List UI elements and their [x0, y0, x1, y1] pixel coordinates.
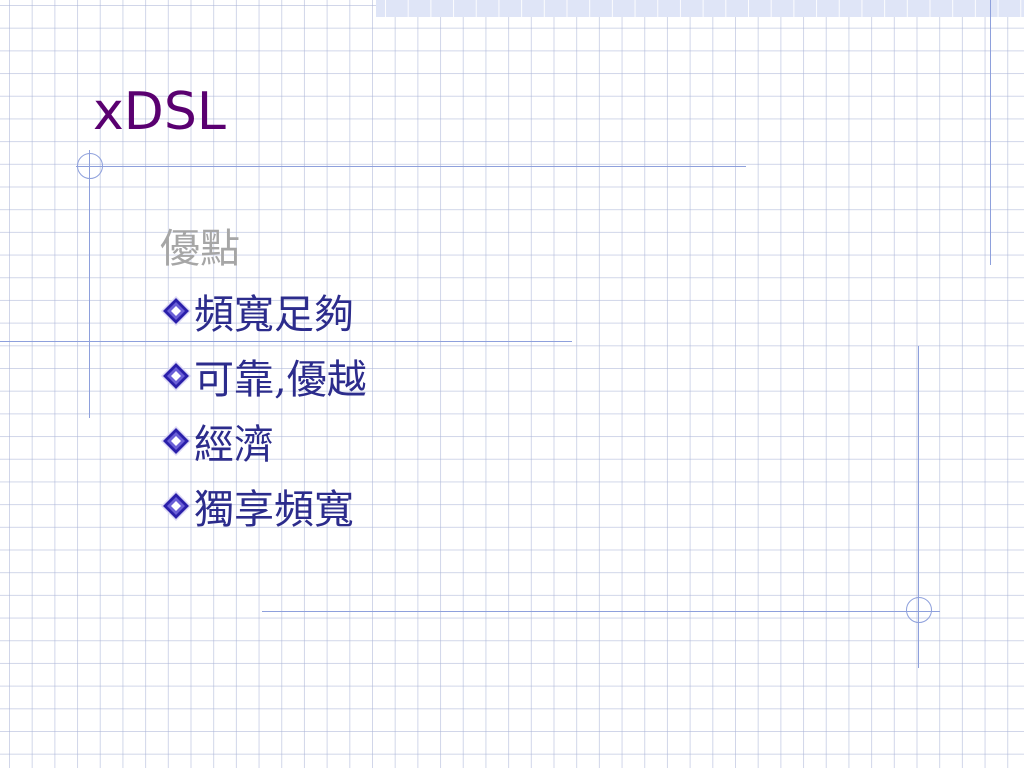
subheading-advantages: 優點 [160, 226, 240, 272]
list-item: 頻寬足夠 [160, 278, 367, 343]
diamond-icon [160, 360, 192, 392]
bottom-horizontal-line [262, 611, 940, 612]
list-item: 可靠,優越 [160, 343, 367, 408]
list-item: 經濟 [160, 408, 367, 473]
diamond-icon [160, 425, 192, 457]
bullet-text: 可靠,優越 [194, 356, 367, 403]
bullet-text: 經濟 [194, 421, 274, 468]
diamond-icon [160, 490, 192, 522]
left-vertical-line [89, 150, 90, 418]
list-item: 獨享頻寬 [160, 473, 367, 538]
top-right-vertical-line [990, 0, 991, 265]
bullet-text: 頻寬足夠 [194, 291, 354, 338]
slide-title: xDSL [93, 82, 226, 142]
top-decorative-band [376, 0, 1024, 17]
middle-horizontal-line [0, 341, 572, 342]
bottom-right-vertical-line [918, 346, 919, 668]
diamond-icon [160, 295, 192, 327]
title-underline [76, 166, 746, 167]
bullet-list: 頻寬足夠 可靠,優越 經濟 [160, 278, 367, 538]
bullet-text: 獨享頻寬 [194, 486, 354, 533]
bottom-right-circle-ornament [906, 597, 932, 623]
top-left-circle-ornament [77, 153, 103, 179]
